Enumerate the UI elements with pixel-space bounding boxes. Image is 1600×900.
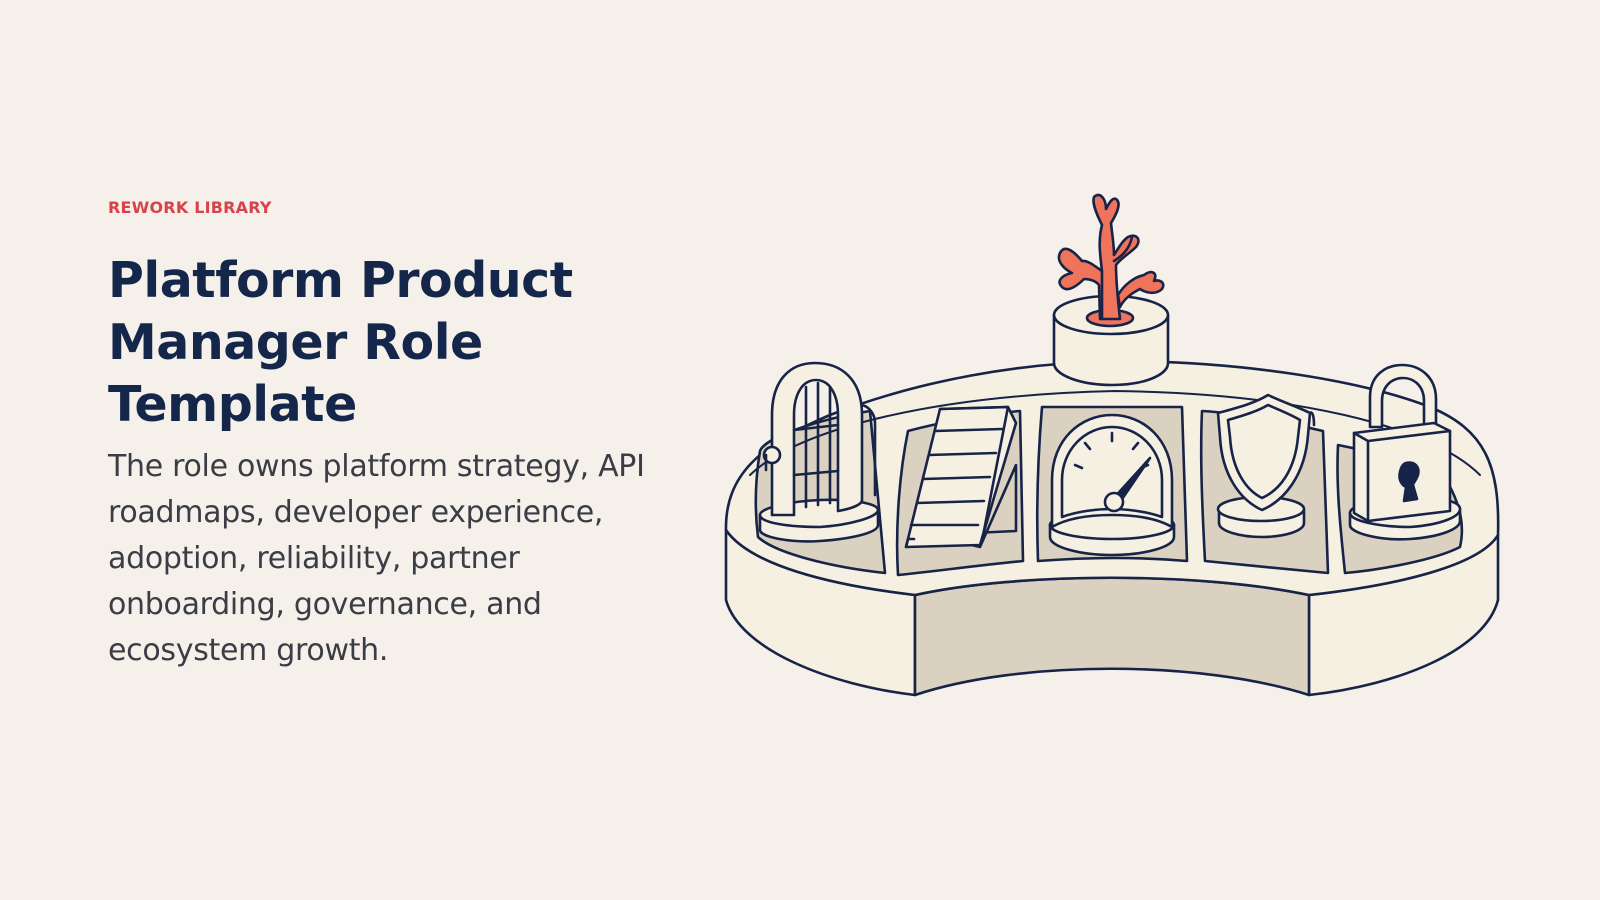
coral-icon — [1057, 193, 1165, 321]
gate-icon — [758, 361, 880, 543]
shield-icon — [1216, 393, 1316, 539]
eyebrow-label: REWORK LIBRARY — [108, 198, 272, 217]
platform-illustration — [724, 193, 1500, 697]
ramp-icon — [904, 405, 1018, 549]
page-title: Platform Product Manager Role Template — [108, 252, 573, 433]
padlock-icon — [1348, 363, 1462, 541]
gauge-icon — [1048, 413, 1176, 557]
page-description: The role owns platform strategy, API roa… — [108, 449, 645, 668]
hero-text: REWORK LIBRARY Platform Product Manager … — [108, 196, 708, 674]
